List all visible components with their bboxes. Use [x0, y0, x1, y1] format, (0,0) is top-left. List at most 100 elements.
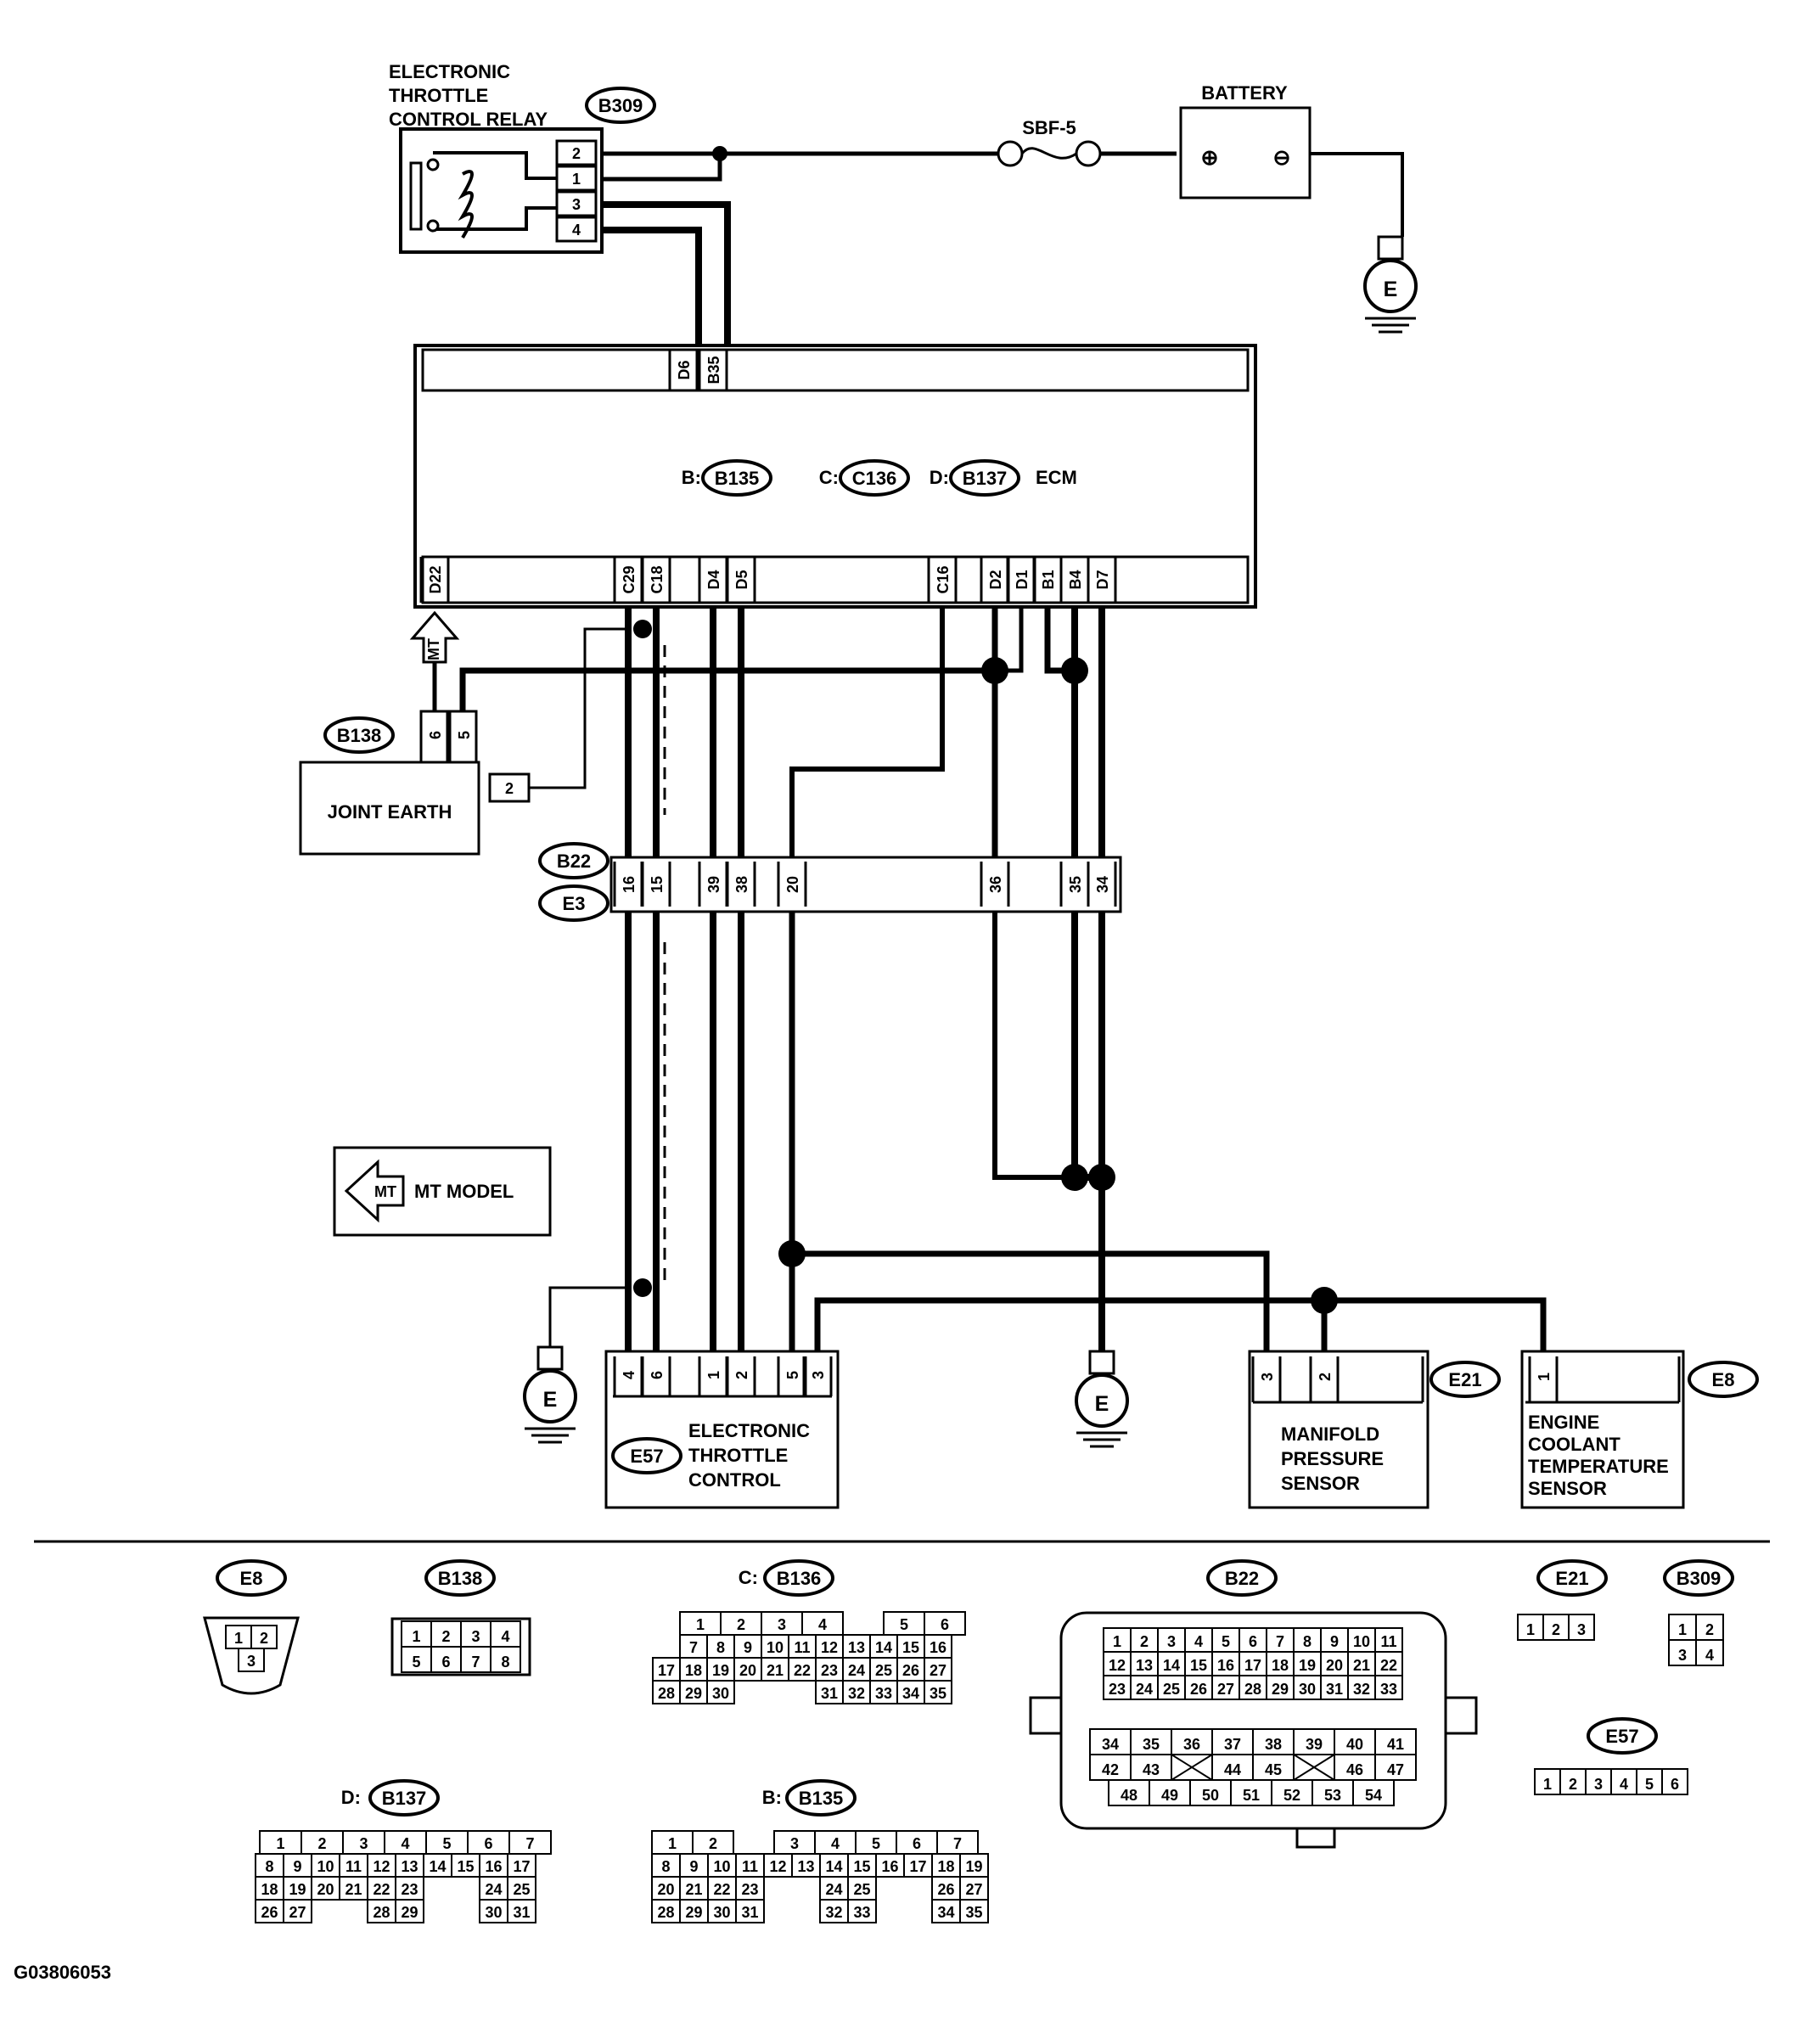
- joint-earth-pin-label: 6: [427, 731, 444, 739]
- face-cell: [869, 1634, 898, 1659]
- face-pin: 35: [1143, 1736, 1160, 1753]
- map-sensor-title: SENSOR: [1281, 1473, 1360, 1494]
- ecm-bottom-strip: [421, 555, 1250, 604]
- joint-earth-id: [323, 716, 395, 754]
- face-pin: 8: [1303, 1633, 1312, 1650]
- face-pin: 22: [794, 1662, 811, 1679]
- ecm-connector-id-text: C136: [852, 468, 897, 489]
- throttle-title: THROTTLE: [688, 1445, 788, 1466]
- face-pin: 19: [965, 1858, 982, 1875]
- face-d137-id-text: B137: [382, 1788, 427, 1809]
- face-cell: [1668, 1639, 1697, 1666]
- relay-contact: [426, 219, 440, 233]
- face-cell: [1103, 1675, 1132, 1700]
- face-cell: [924, 1680, 952, 1704]
- face-cell: [679, 1876, 709, 1901]
- throttle-body: [604, 1350, 840, 1509]
- face-pin: 6: [1671, 1776, 1679, 1793]
- face-pin: 32: [825, 1904, 842, 1921]
- face-d137-id: [368, 1779, 440, 1817]
- face-pin: 35: [965, 1904, 982, 1921]
- relay-pin-cell: [555, 165, 598, 192]
- wire-relay-4: [596, 227, 702, 346]
- map-pin: 3: [1259, 1373, 1276, 1381]
- face-pin: 19: [1299, 1657, 1316, 1674]
- face-pin: 4: [501, 1628, 509, 1645]
- face-cell: [924, 1634, 952, 1659]
- map-sensor-title: PRESSURE: [1281, 1448, 1384, 1469]
- relay-id-text: B309: [598, 95, 643, 116]
- coolant-sensor-id-text: E8: [1712, 1369, 1735, 1390]
- face-pin: 30: [485, 1904, 502, 1921]
- face-cell: [507, 1899, 536, 1923]
- face-cell: [1293, 1651, 1322, 1676]
- face-b138-id-text: B138: [438, 1568, 483, 1589]
- fuse-end: [997, 140, 1024, 167]
- face-pin: 29: [685, 1904, 702, 1921]
- map-sensor-title: MANIFOLD: [1281, 1424, 1379, 1445]
- face-pin: 9: [293, 1858, 301, 1875]
- b22-pin: 38: [733, 876, 750, 893]
- face-cell: [1157, 1627, 1186, 1653]
- face-pin: 31: [741, 1904, 758, 1921]
- face-pin: 33: [853, 1904, 870, 1921]
- face-pin: 17: [1244, 1657, 1261, 1674]
- face-cell: [467, 1830, 510, 1855]
- face-pin: 23: [741, 1881, 758, 1898]
- ecm-bottom-pin: D5: [733, 570, 750, 589]
- throttle-pin: 4: [621, 1371, 638, 1379]
- face-cell: [788, 1634, 817, 1659]
- face-pin: 6: [941, 1616, 949, 1633]
- junction-dot: [778, 1240, 806, 1267]
- face-e57-id-text: E57: [1605, 1726, 1638, 1747]
- throttle-pin: 5: [784, 1371, 801, 1379]
- face-pin: 2: [1705, 1621, 1714, 1638]
- face-pin: 22: [1380, 1657, 1397, 1674]
- face-cell: [1157, 1651, 1186, 1676]
- relay-pin-cell: [555, 190, 598, 217]
- face-pin: 34: [1102, 1736, 1119, 1753]
- face-cell: [959, 1899, 989, 1923]
- face-pin: 14: [875, 1639, 892, 1656]
- face-c136-id: [763, 1559, 834, 1597]
- face-pin: 3: [1577, 1621, 1586, 1638]
- face-cell: [395, 1876, 424, 1901]
- face-pin: 34: [902, 1685, 919, 1702]
- face-cell: [490, 1646, 521, 1673]
- face-cell: [815, 1680, 844, 1704]
- mt-up-arrow: [409, 610, 460, 664]
- face-c136-id-text: B136: [777, 1568, 822, 1589]
- ground-label: E: [543, 1388, 558, 1412]
- face-pin: 2: [1140, 1633, 1149, 1650]
- face-pin: 26: [902, 1662, 919, 1679]
- face-cell: [460, 1646, 491, 1673]
- face-cell: [1374, 1675, 1403, 1700]
- face-cell: [1184, 1627, 1213, 1653]
- mt-left-arrow: [344, 1159, 405, 1223]
- ecm-bottom-pin: C16: [935, 565, 952, 593]
- wire-3-sensors: [814, 1297, 1547, 1351]
- face-pin: 16: [930, 1639, 946, 1656]
- face-pin: 7: [1276, 1633, 1284, 1650]
- junction-dot: [633, 620, 652, 638]
- face-cell: [401, 1646, 432, 1673]
- face-pin: 1: [1678, 1621, 1687, 1638]
- face-cell: [761, 1657, 789, 1682]
- joint-earth-body: [299, 761, 480, 856]
- face-pin: 49: [1161, 1787, 1178, 1804]
- face-pin: 15: [457, 1858, 474, 1875]
- face-pin: 33: [1380, 1681, 1397, 1698]
- face-cell: [706, 1634, 735, 1659]
- face-pin: 3: [778, 1616, 786, 1633]
- relay-pin: 3: [572, 196, 581, 213]
- face-pin: 1: [234, 1630, 243, 1647]
- relay-id: [585, 87, 656, 124]
- face-pin: 23: [1109, 1681, 1126, 1698]
- ecm-bottom-pin: D1: [1014, 570, 1031, 589]
- face-e21-id: [1536, 1559, 1608, 1597]
- face-cell: [651, 1830, 694, 1855]
- face-pin: 11: [794, 1639, 810, 1656]
- face-pin: 11: [1380, 1633, 1396, 1650]
